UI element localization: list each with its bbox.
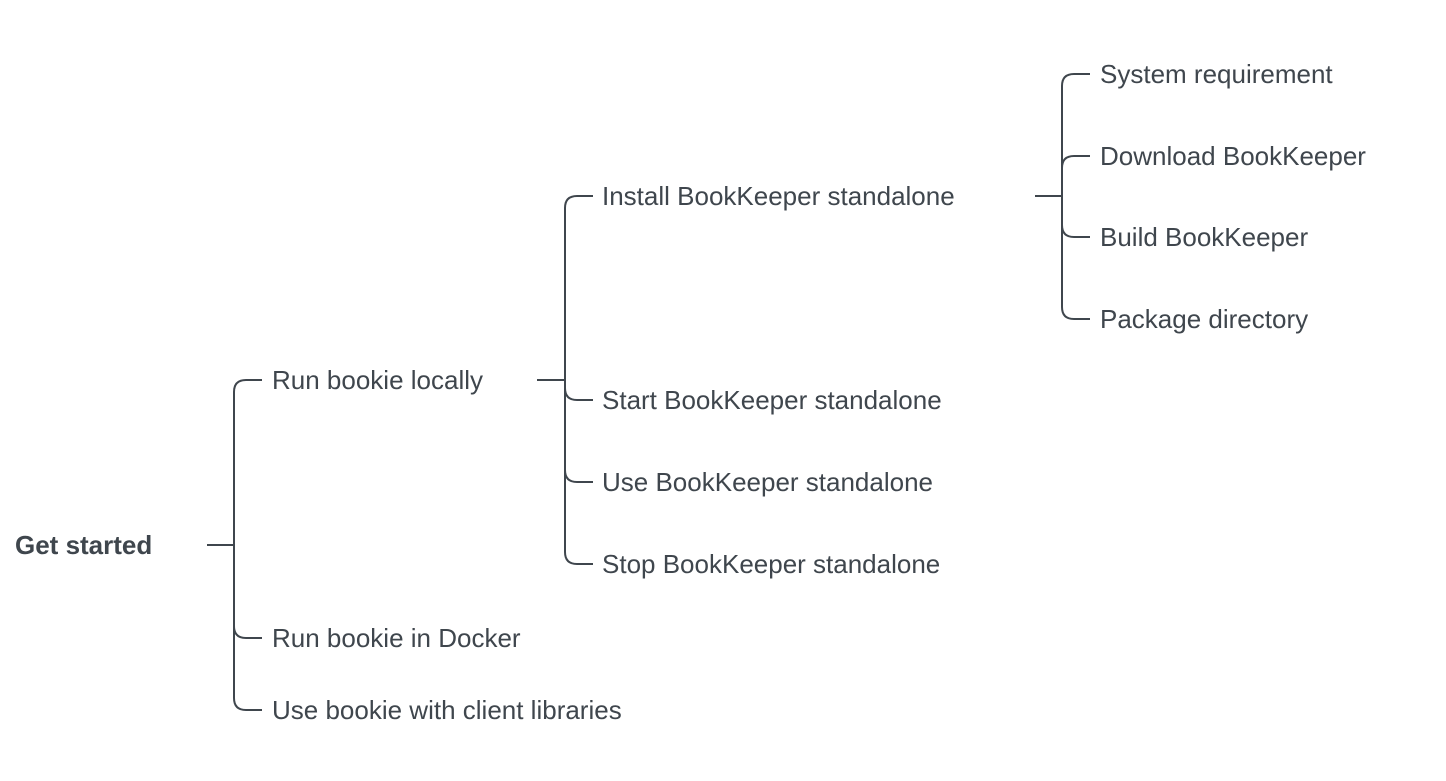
connector-to-install-standalone [564,195,593,209]
connector-to-system-requirement [1061,73,1090,87]
node-system-requirement: System requirement [1100,59,1333,89]
node-stop-bookkeeper-standalone: Stop BookKeeper standalone [602,549,941,579]
node-use-bookie-with-client-libraries: Use bookie with client libraries [272,695,622,725]
node-run-bookie-in-docker: Run bookie in Docker [272,623,521,653]
connector-to-download-bookkeeper [1061,155,1090,169]
connector-to-use-standalone [564,469,593,483]
connector-to-stop-standalone [564,551,593,565]
node-start-bookkeeper-standalone: Start BookKeeper standalone [602,385,942,415]
node-install-bookkeeper-standalone: Install BookKeeper standalone [602,181,955,211]
node-build-bookkeeper: Build BookKeeper [1100,222,1309,252]
node-run-bookie-locally: Run bookie locally [272,365,484,395]
connector-to-use-bookie-with-client-libraries [233,697,262,711]
node-package-directory: Package directory [1100,304,1309,334]
root-node-get-started: Get started [15,530,153,560]
node-download-bookkeeper: Download BookKeeper [1100,141,1366,171]
connector-to-run-bookie-locally [233,379,262,393]
connector-to-package-directory [1061,306,1090,320]
connector-to-run-bookie-in-docker [233,625,262,639]
node-use-bookkeeper-standalone: Use BookKeeper standalone [602,467,934,497]
connector-to-build-bookkeeper [1061,224,1090,238]
connector-to-start-standalone [564,387,593,401]
